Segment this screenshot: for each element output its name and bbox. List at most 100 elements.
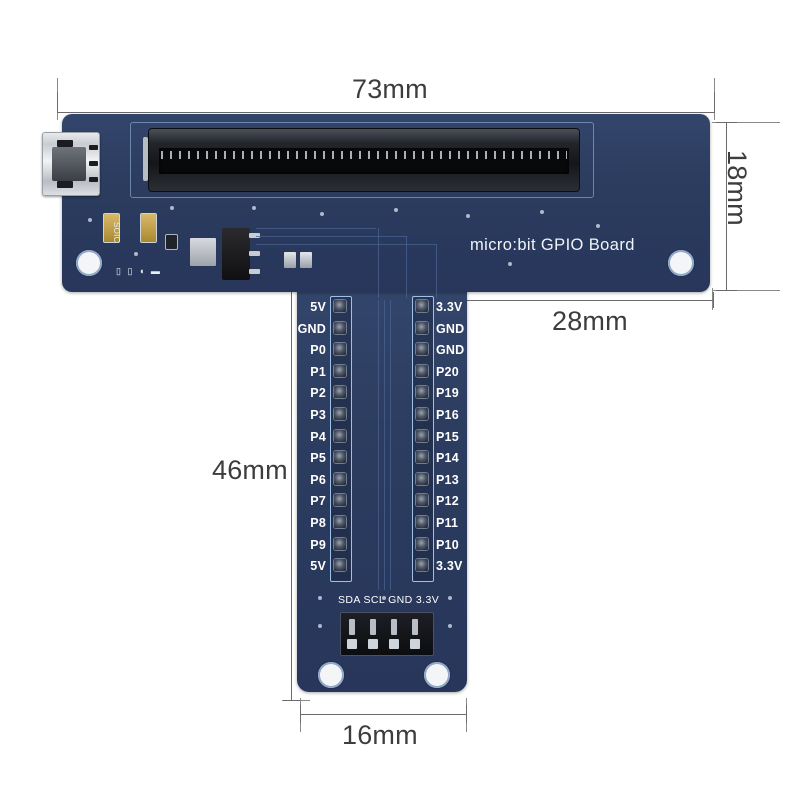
right-socket-p10[interactable] bbox=[416, 537, 428, 550]
i2c-pin-scl[interactable] bbox=[370, 619, 376, 635]
left-pin-label-p3: P3 bbox=[310, 408, 326, 422]
left-socket-p4[interactable] bbox=[334, 429, 346, 442]
right-socket-p13[interactable] bbox=[416, 472, 428, 485]
i2c-header[interactable] bbox=[340, 612, 434, 656]
left-pin-label-p8: P8 bbox=[310, 516, 326, 530]
left-pin-label-p1: P1 bbox=[310, 364, 326, 379]
via-8 bbox=[508, 262, 512, 266]
dimension-line-width-73mm bbox=[57, 112, 715, 113]
dimension-label-offset: 28mm bbox=[552, 306, 628, 336]
trace-5 bbox=[406, 236, 407, 298]
left-pin-label-p6: P6 bbox=[310, 472, 326, 487]
dimension-label-stem-width: 16mm bbox=[342, 720, 418, 750]
right-socket-33v[interactable] bbox=[416, 559, 428, 572]
right-socket-p12[interactable] bbox=[416, 494, 428, 507]
left-socket-5v[interactable] bbox=[334, 300, 346, 312]
right-socket-gnd[interactable] bbox=[416, 343, 428, 356]
dim-tick-left-73 bbox=[57, 92, 58, 113]
left-socket-p6[interactable] bbox=[334, 472, 346, 485]
dimension-label-height: 18mm bbox=[722, 150, 752, 226]
left-socket-gnd[interactable] bbox=[334, 321, 346, 334]
left-socket-5v[interactable] bbox=[334, 559, 346, 572]
left-socket-p1[interactable] bbox=[334, 364, 346, 377]
ic-leg-1 bbox=[249, 233, 260, 238]
i2c-pad-4 bbox=[410, 639, 420, 649]
right-pin-label-p13: P13 bbox=[436, 472, 459, 487]
silkscreen-brand-text: micro:bit GPIO Board bbox=[470, 236, 635, 254]
right-socket-p16[interactable] bbox=[416, 408, 428, 420]
right-pin-label-gnd: GND bbox=[436, 343, 465, 358]
via-stem-1 bbox=[318, 596, 322, 600]
right-pin-label-p15: P15 bbox=[436, 429, 459, 444]
dim-tick-right-16 bbox=[466, 705, 467, 723]
dimension-line-height-18mm bbox=[726, 122, 727, 290]
usb-shield-tab-1 bbox=[89, 145, 98, 150]
left-pin-label-p0: P0 bbox=[310, 343, 326, 358]
left-socket-p5[interactable] bbox=[334, 451, 346, 464]
usb-slot bbox=[52, 147, 86, 181]
via-stem-2 bbox=[318, 624, 322, 628]
right-socket-p14[interactable] bbox=[416, 451, 428, 464]
mounting-hole-bottom-right bbox=[424, 662, 450, 688]
right-pin-label-gnd: GND bbox=[436, 321, 465, 336]
right-socket-p11[interactable] bbox=[416, 516, 428, 528]
left-socket-p0[interactable] bbox=[334, 343, 346, 356]
via-stem-3 bbox=[448, 596, 452, 600]
dim-tick-right-28 bbox=[713, 292, 714, 308]
smd-cap-1 bbox=[284, 252, 296, 268]
silkscreen-outline bbox=[130, 122, 594, 198]
trace-6 bbox=[436, 244, 437, 298]
via-2 bbox=[252, 206, 256, 210]
right-pin-label-p16: P16 bbox=[436, 408, 459, 422]
right-pin-label-p11: P11 bbox=[436, 516, 459, 530]
trace-stem-2 bbox=[384, 300, 385, 590]
dim-tick-left-16 bbox=[300, 705, 301, 723]
right-socket-p19[interactable] bbox=[416, 386, 428, 399]
edge-connector-contacts bbox=[161, 151, 567, 159]
silk-component-ref-1: SOIC bbox=[112, 222, 121, 243]
edge-connector-latch bbox=[143, 137, 148, 181]
via-7 bbox=[596, 224, 600, 228]
smd-fuse-pad-right bbox=[141, 214, 156, 242]
i2c-pin-gnd[interactable] bbox=[391, 619, 397, 635]
usb-shield-tab-3 bbox=[89, 177, 98, 182]
via-stem-5 bbox=[382, 596, 386, 600]
right-socket-p15[interactable] bbox=[416, 429, 428, 442]
right-socket-p20[interactable] bbox=[416, 364, 428, 377]
dim-tick-bot-46 bbox=[283, 700, 300, 701]
mounting-hole-bottom-left bbox=[318, 662, 344, 688]
left-socket-p8[interactable] bbox=[334, 516, 346, 528]
i2c-pad-2 bbox=[368, 639, 378, 649]
usb-pad-top bbox=[57, 140, 73, 147]
left-socket-p2[interactable] bbox=[334, 386, 346, 399]
right-pin-label-33v: 3.3V bbox=[436, 559, 463, 574]
left-socket-p3[interactable] bbox=[334, 408, 346, 420]
i2c-pin-sda[interactable] bbox=[349, 619, 355, 635]
left-socket-p9[interactable] bbox=[334, 537, 346, 550]
i2c-pin-3v3[interactable] bbox=[412, 619, 418, 635]
ic-leg-2 bbox=[249, 251, 260, 256]
dimension-label-width: 73mm bbox=[352, 74, 428, 104]
smd-resistor-1 bbox=[166, 235, 177, 249]
tantalum-capacitor bbox=[190, 238, 216, 266]
via-1 bbox=[170, 206, 174, 210]
right-socket-gnd[interactable] bbox=[416, 321, 428, 334]
dimension-line-46mm bbox=[291, 290, 292, 700]
mounting-hole-top-right bbox=[668, 250, 694, 276]
usb-pad-bottom bbox=[57, 181, 73, 188]
left-pin-label-p9: P9 bbox=[310, 537, 326, 552]
micro-usb-connector bbox=[42, 132, 100, 196]
via-10 bbox=[134, 252, 138, 256]
usb-shield-tab-2 bbox=[89, 161, 98, 166]
right-pin-label-p10: P10 bbox=[436, 537, 459, 552]
right-socket-33v[interactable] bbox=[416, 300, 428, 312]
left-socket-p7[interactable] bbox=[334, 494, 346, 507]
ext-line-28-right bbox=[712, 288, 713, 310]
left-pin-label-5v: 5V bbox=[310, 300, 326, 314]
via-9 bbox=[88, 218, 92, 222]
silk-label-row: ▯ ▯ ◖ ▬ bbox=[116, 266, 162, 276]
left-pin-label-p5: P5 bbox=[310, 451, 326, 466]
left-pin-label-gnd: GND bbox=[297, 321, 326, 336]
right-pin-label-p19: P19 bbox=[436, 386, 459, 401]
trace-1 bbox=[256, 228, 376, 229]
